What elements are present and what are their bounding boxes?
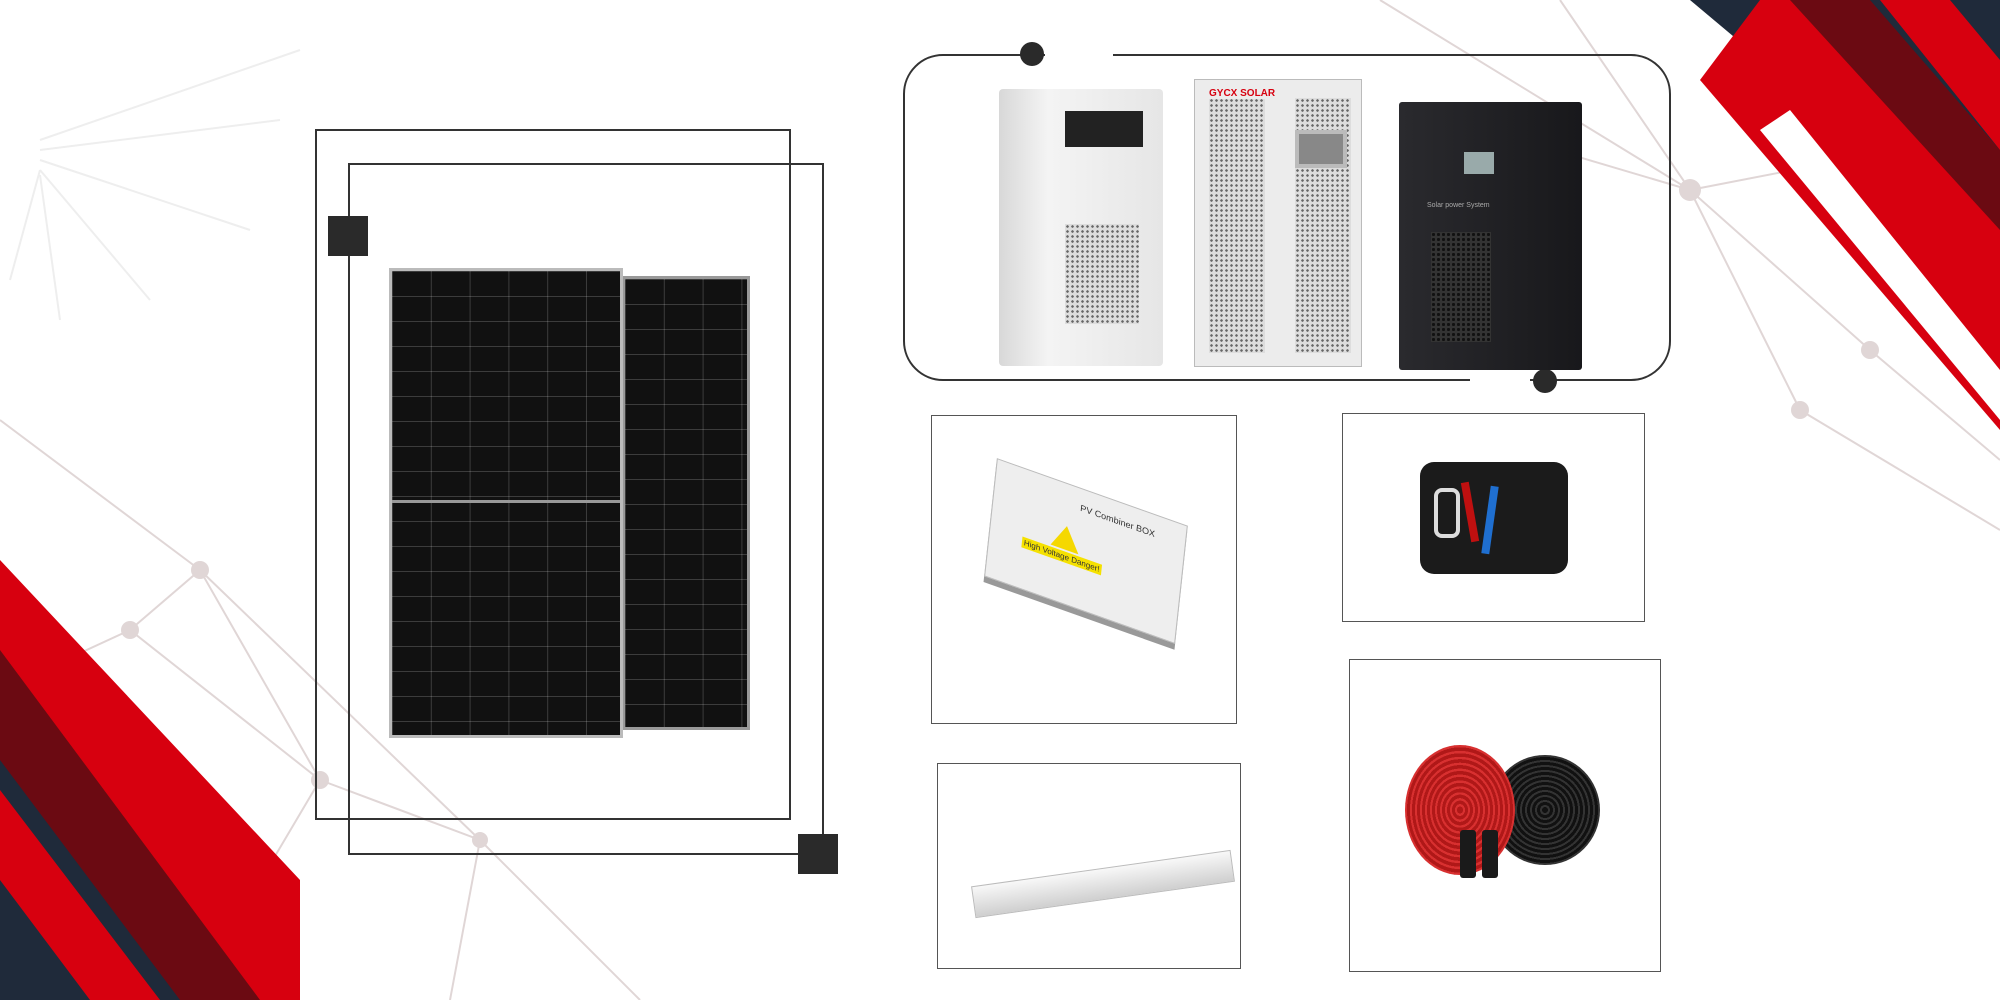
mc4-connector-icon: [1460, 830, 1476, 878]
black-solar-power-cabinet: Solar power System: [1399, 102, 1582, 370]
wrench-icon: [1434, 488, 1460, 538]
vent-grille: [1065, 224, 1139, 324]
combiner-frame: [931, 415, 1237, 724]
panel-frame-inner: [348, 163, 824, 855]
touchscreen-icon: [1295, 130, 1347, 168]
cable-frame: [1349, 659, 1661, 972]
corner-stripes-top-right: [1690, 0, 2000, 430]
mc4-connector-icon: [1482, 830, 1498, 878]
panel-divider: [392, 500, 620, 503]
corner-stripes-bottom-left: [0, 560, 300, 1000]
vent-grille: [1431, 232, 1491, 342]
brand-logo: GYCX SOLAR: [1209, 88, 1276, 99]
tool-kit-case: [1420, 462, 1568, 574]
frame-dot: [1533, 369, 1557, 393]
lcd-display-icon: [1464, 152, 1494, 174]
solar-panel-front: [389, 268, 623, 738]
pliers-icon: [1460, 481, 1480, 543]
inverter-group-frame: [903, 54, 1671, 381]
display-panel-icon: [1065, 111, 1143, 147]
sunburst-lines: [9, 49, 301, 321]
white-inverter-cabinet: [999, 89, 1163, 366]
frame-gap: [1045, 50, 1113, 58]
frame-corner-square: [328, 216, 368, 256]
frame-dot: [1020, 42, 1044, 66]
frame-gap: [1470, 377, 1530, 385]
frame-corner-square: [798, 834, 838, 874]
network-nodes: [121, 179, 1879, 848]
grey-inverter-cabinet: GYCX SOLAR: [1194, 79, 1362, 367]
vent-mesh: [1209, 98, 1265, 353]
tool-kit-frame: [1342, 413, 1645, 622]
solar-panel-back: [622, 276, 750, 730]
cabinet-label: Solar power System: [1427, 202, 1490, 209]
panel-frame-outer: [315, 129, 791, 820]
crimper-icon: [1481, 485, 1499, 555]
busbar-frame: [937, 763, 1241, 969]
